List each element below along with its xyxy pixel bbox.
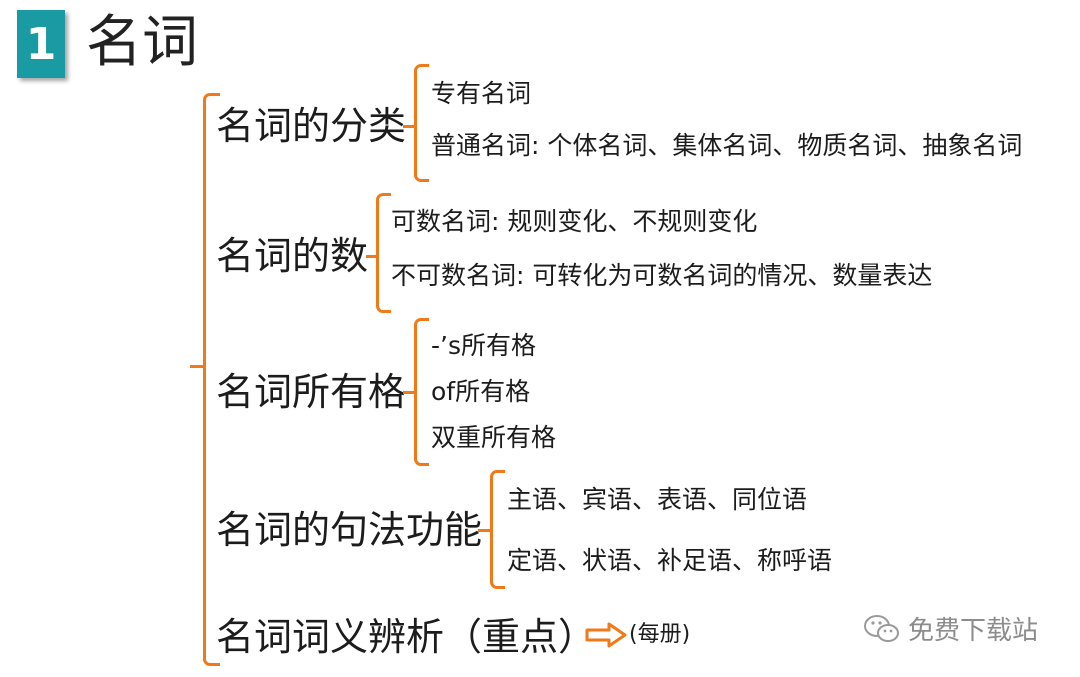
watermark: 免费下载站 <box>862 610 1038 647</box>
number-item-uncountable: 不可数名词: 可转化为可数名词的情况、数量表达 <box>391 261 933 290</box>
category-classification: 名词的分类 <box>216 104 407 148</box>
category-syntax: 名词的句法功能 <box>216 508 483 552</box>
meaning-note: (每册) <box>629 622 691 647</box>
classification-bracket <box>414 64 429 182</box>
main-bracket <box>203 93 220 666</box>
possessive-bracket <box>414 318 429 466</box>
possessive-item-s: -’s所有格 <box>431 331 536 360</box>
category-number-tick <box>366 255 379 258</box>
syntax-item-1: 主语、宾语、表语、同位语 <box>507 485 808 514</box>
number-item-countable: 可数名词: 规则变化、不规则变化 <box>391 207 758 236</box>
main-bracket-tick <box>190 365 203 368</box>
category-possessive-tick <box>403 391 416 394</box>
category-classification-tick <box>403 125 416 128</box>
classification-item-common: 普通名词: 个体名词、集体名词、物质名词、抽象名词 <box>431 131 1023 160</box>
category-syntax-tick <box>478 529 491 532</box>
category-meaning: 名词词义辨析（重点） <box>216 615 597 659</box>
possessive-item-double: 双重所有格 <box>431 423 557 452</box>
watermark-text: 免费下载站 <box>908 616 1039 646</box>
category-number: 名词的数 <box>216 234 369 278</box>
syntax-bracket <box>490 470 505 589</box>
section-number-badge: 1 <box>17 10 65 78</box>
category-possessive: 名词所有格 <box>216 370 407 414</box>
number-bracket <box>376 193 391 313</box>
page-title: 名词 <box>86 10 198 75</box>
classification-item-proper: 专有名词 <box>431 79 532 108</box>
possessive-item-of: of所有格 <box>431 377 531 406</box>
syntax-item-2: 定语、状语、补足语、称呼语 <box>507 546 833 575</box>
outline-right-arrow-icon <box>585 622 627 648</box>
wechat-icon <box>864 614 899 642</box>
